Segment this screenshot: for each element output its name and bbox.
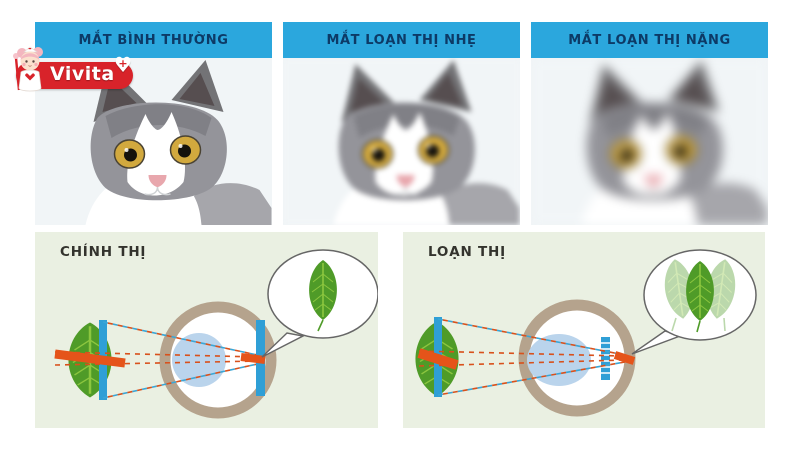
panel-mild-astigmatism-header: MẮT LOẠN THỊ NHẸ [283, 22, 520, 58]
focal-point-on-retina [240, 353, 266, 364]
vivita-brand-text: Vivita [50, 63, 115, 85]
panel-severe-astigmatism: MẮT LOẠN THỊ NẶNG [531, 22, 768, 225]
cat-photo-sharp [35, 58, 272, 225]
lens [172, 333, 226, 387]
cat-photo-mild-blur [283, 58, 520, 225]
perceived-leaf-ghost-left [660, 256, 698, 332]
nurse-mascot-icon [13, 46, 43, 92]
astigmatism-diagram-panel: LOẠN THỊ [403, 232, 765, 428]
emmetropia-title: CHÍNH THỊ [60, 244, 147, 260]
heart-plus-icon: ♥+ [113, 53, 133, 77]
perceived-leaf-ghost-right [702, 256, 740, 332]
perceived-leaf-center [685, 260, 715, 333]
panel-mild-astigmatism: MẮT LOẠN THỊ NHẸ [283, 22, 520, 225]
panel-normal-eye: MẮT BÌNH THƯỜNG [35, 22, 272, 225]
retina-bar [601, 337, 610, 380]
cat-illustration [35, 58, 272, 225]
panel-severe-astigmatism-header: MẮT LOẠN THỊ NẶNG [531, 22, 768, 58]
bubble-tail [261, 332, 306, 358]
object-focus-bar [417, 348, 459, 370]
astigmatism-eye-diagram [414, 249, 757, 417]
leaf-stem [317, 319, 324, 332]
cat-photo-severe-blur [531, 58, 768, 225]
vivita-logo: Vivita ♥+ [10, 46, 140, 98]
focal-point-behind-retina [613, 351, 636, 365]
emmetropia-eye-diagram [54, 249, 378, 419]
object-focus-bar [54, 349, 126, 368]
astigmatism-title: LOẠN THỊ [428, 244, 506, 260]
cat-illustration [531, 58, 768, 225]
lens [527, 334, 591, 386]
cat-illustration [283, 58, 520, 225]
panel-normal-eye-header: MẮT BÌNH THƯỜNG [35, 22, 272, 58]
emmetropia-diagram-panel: CHÍNH THỊ [35, 232, 378, 428]
